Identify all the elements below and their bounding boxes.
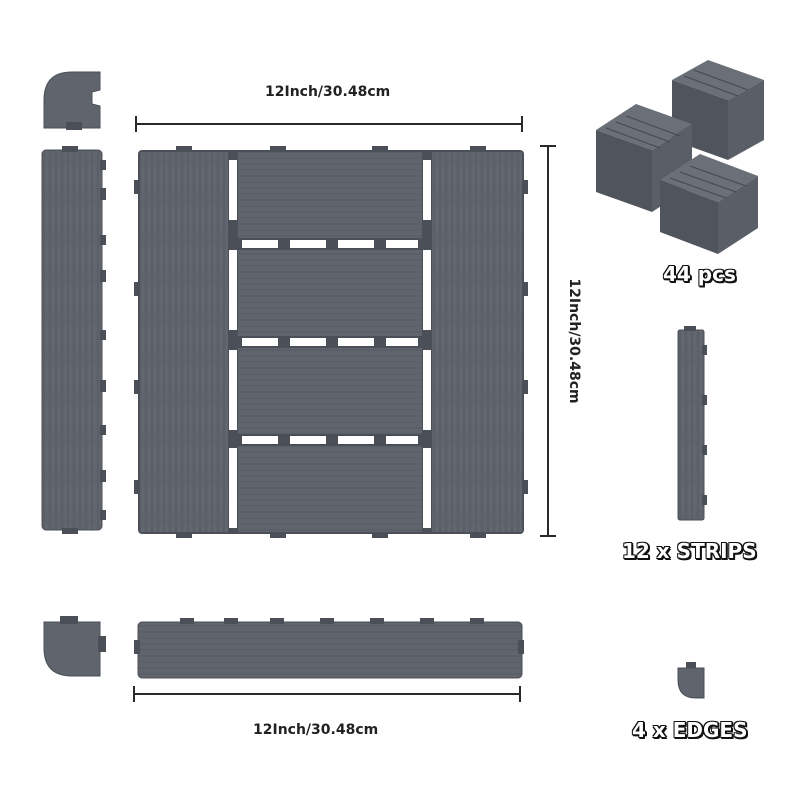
strips-count-label: 12 x STRIPS: [621, 538, 757, 563]
tiles-count-label: 44 pcs: [662, 261, 736, 286]
corner-edge-top-left: [43, 71, 101, 130]
right-dimension-line: [540, 145, 556, 537]
top-width-label: 12Inch/30.48cm: [265, 84, 391, 100]
single-edge-illustration: [677, 662, 705, 699]
stacked-tiles-illustration: [596, 60, 764, 254]
corner-edge-bottom-left: [43, 616, 106, 677]
single-strip-illustration: [677, 326, 707, 521]
bottom-dimension-line: [133, 686, 521, 702]
left-vertical-strip: [41, 146, 106, 534]
bottom-horizontal-strip: [134, 618, 524, 679]
main-deck-tile: [134, 146, 528, 538]
bottom-width-label: 12Inch/30.48cm: [253, 722, 379, 738]
top-dimension-line: [135, 116, 523, 132]
right-height-label: 12Inch/30.48cm: [566, 278, 582, 404]
edges-count-label: 4 x EDGES: [631, 717, 748, 742]
